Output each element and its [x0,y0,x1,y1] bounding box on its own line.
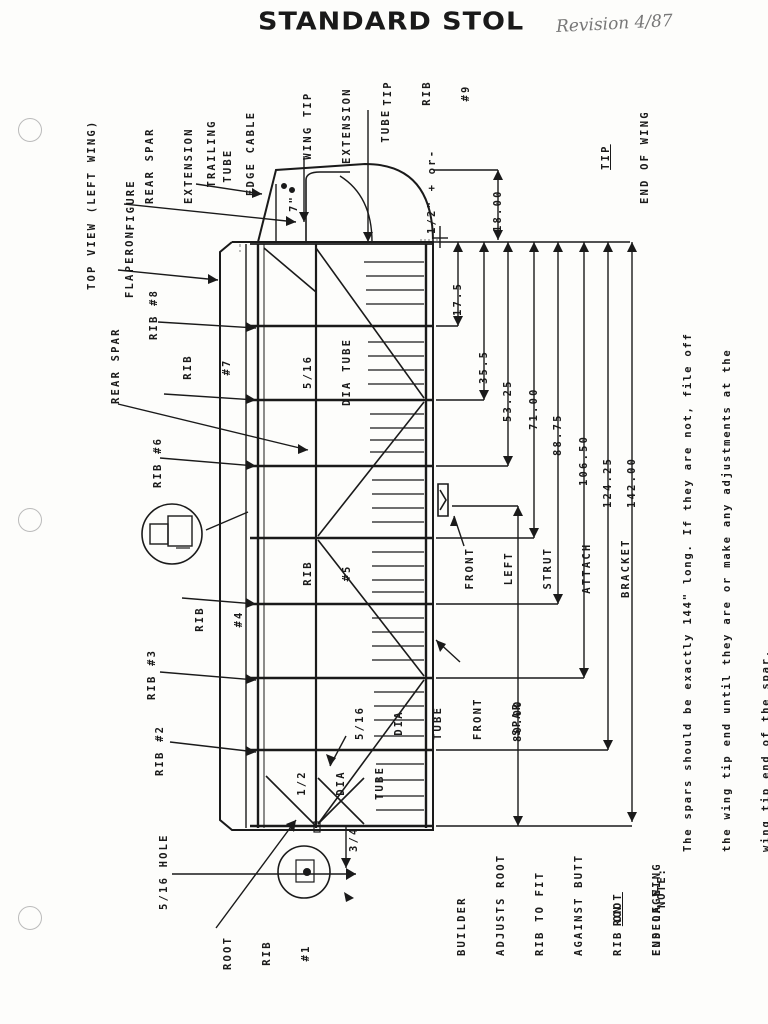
root-brace [265,775,317,827]
tube-5-16-upper-label: 5/16 DIA TUBE [302,337,353,406]
dim-half-inch-label: 1/2" + or- [426,148,438,234]
dimension-value: 53.25 [502,379,514,422]
binder-hole [18,508,42,532]
dimension-value: 17.5 [452,281,464,316]
drag-brace [315,247,425,399]
dimension-value: 106.50 [578,434,590,486]
root-fitting-plate [295,859,315,883]
dimension-value: 80.00 [512,699,524,742]
binder-hole [18,118,42,142]
dimension-value: 124.25 [602,456,614,508]
front-left-strut-label: FRONT LEFT STRUT ATTACH BRACKET [464,538,632,598]
strut-bracket [437,483,449,517]
dim-3-4-label: 3/4 [348,826,360,852]
rear-spar-label: REAR SPAR [110,327,122,404]
dimension-value: 18.00 [492,189,504,232]
rib-4-label: RIB #4 [194,606,245,632]
page-title: STANDARD STOL [258,7,525,36]
dimension-value: 71.00 [528,387,540,430]
drag-brace [317,539,425,677]
strut-bracket-detail [141,503,203,565]
dimension-lines [117,110,633,929]
root-brace [317,777,365,825]
tube-1-2-label: 1/2 DIA TUBE [296,765,386,800]
drag-brace [317,401,425,537]
trailing-edge-cable-label: TRAILING EDGE CABLE [206,110,257,196]
drag-brace [317,679,425,825]
dimension-value: 35.5 [478,349,490,384]
root-fitting-detail [277,845,331,899]
rib-6-label: RIB #6 [152,436,164,488]
rib-8-label: RIB #8 [148,288,160,340]
dimension-value: 142.00 [626,456,638,508]
arrowheads [208,170,637,902]
note-label: NOTE: [656,867,668,908]
note-text: The spars should be exactly 144" long. I… [682,332,768,852]
dimension-value: 88.75 [552,413,564,456]
front-spar-label: FRONT SPAR [472,697,523,740]
rib-7-label: RIB #7 [182,354,233,380]
tip-rib-9-label: TIP RIB #9 [382,80,472,106]
root-rib-1-label: ROOT RIB #1 [222,935,312,970]
hole-label: 5/16 HOLE [158,833,170,910]
rib-stubs [364,261,424,811]
dim-7-label: 7" [288,194,300,212]
flaperon-label: FLAPERON [124,229,136,298]
rib-2-label: RIB #2 [154,724,166,776]
root-end-of-wing-label: ROOT END OF WING [612,862,663,956]
tip-end-of-wing-label: TIP END OF WING [600,110,651,204]
binder-hole [18,906,42,930]
wing-tip-extension-tube [305,171,350,242]
rib-5-label: RIB #5 [302,560,353,586]
flaperon-brace [263,247,317,293]
rib-3-label: RIB #3 [146,648,158,700]
